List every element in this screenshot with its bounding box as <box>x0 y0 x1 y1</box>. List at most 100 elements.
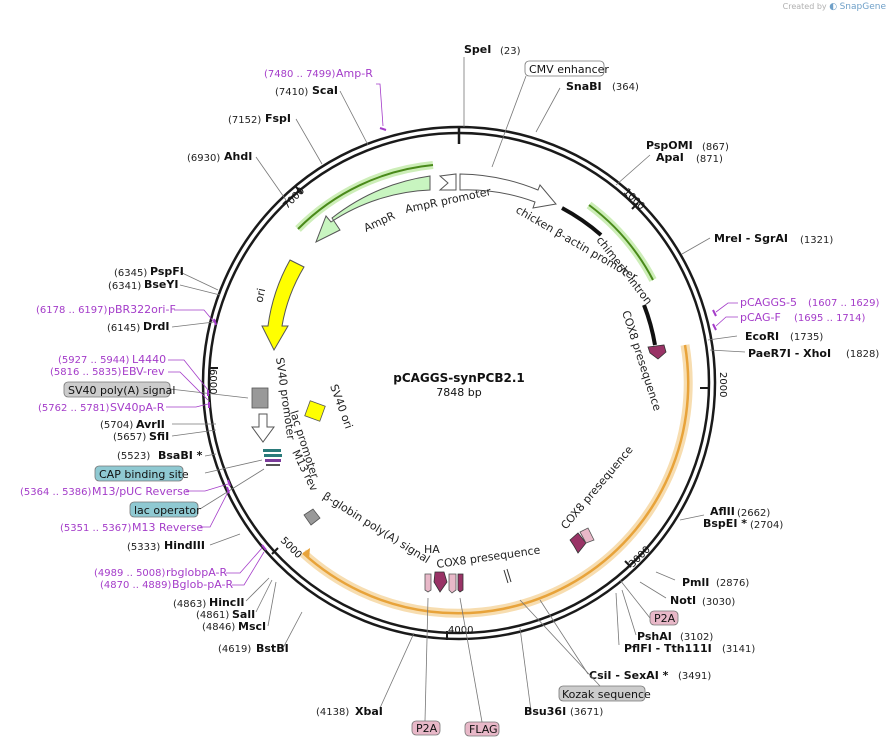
enzyme-pos: (6145) <box>107 323 140 334</box>
enzyme-labels: SpeI (23) SnaBI (364) PspOMI (867) ApaI … <box>100 43 879 718</box>
primer-leaders <box>166 83 738 586</box>
feature-ori[interactable] <box>261 259 305 352</box>
feature-lac-cluster[interactable] <box>263 449 282 466</box>
enzyme-pos: (6930) <box>187 153 220 164</box>
cox8-label-2: COX8 presequence <box>558 443 635 532</box>
feature-sv40-polya[interactable] <box>251 387 269 409</box>
enzyme-pos: (3102) <box>680 632 713 643</box>
feature-sv40-ori[interactable] <box>304 400 326 422</box>
plasmid-backbone <box>201 125 717 641</box>
cox8-label-3: COX8 presequence <box>436 543 542 570</box>
tick-label: 4000 <box>448 625 473 636</box>
enzyme-name: BstBI <box>256 642 289 655</box>
enzyme-name: Bsu36I <box>524 705 566 718</box>
scale-ticks <box>209 186 709 640</box>
enzyme-name: ScaI <box>312 84 338 97</box>
enzyme-name: PmlI <box>682 576 709 589</box>
enzyme-pos: (3671) <box>570 707 603 718</box>
feature-sv40-promoter[interactable] <box>251 413 275 443</box>
svg-text:CAP binding site: CAP binding site <box>99 468 189 481</box>
snapgene-credit: Created by ◐ SnapGene <box>783 2 886 12</box>
p2a-label-2: P2A <box>411 720 441 736</box>
p2a-label-1: P2A <box>649 610 679 626</box>
primer-labels: (7480 .. 7499) Amp-R pCAGGS-5 (1607 .. 1… <box>20 67 880 591</box>
primer-pos: (5816 .. 5835) <box>50 367 122 378</box>
plasmid-length: 7848 bp <box>436 386 481 399</box>
enzyme-pos: (5657) <box>113 432 146 443</box>
enzyme-pos: (364) <box>612 82 639 93</box>
feature-cluster-4000[interactable] <box>424 568 512 594</box>
enzyme-pos: (3030) <box>702 597 735 608</box>
primer-name: pCAGGS-5 <box>740 296 797 309</box>
primer-name: pBR322ori-F <box>108 303 176 316</box>
enzyme-name: AhdI <box>224 150 252 163</box>
svg-text:FLAG: FLAG <box>469 723 498 736</box>
enzyme-name: NotI <box>670 594 696 607</box>
svg-text:CMV enhancer: CMV enhancer <box>529 63 609 76</box>
enzyme-name: AvrII <box>136 418 165 431</box>
enzyme-name: XbaI <box>355 705 383 718</box>
enzyme-name: BseYI <box>144 278 178 291</box>
green-arcs <box>295 161 657 282</box>
enzyme-pos: (6341) <box>108 281 141 292</box>
primer-pos: (5364 .. 5386) <box>20 487 92 498</box>
enzyme-name: ApaI <box>656 151 684 164</box>
enzyme-name: DrdI <box>143 320 170 333</box>
primer-name: SV40pA-R <box>110 401 165 414</box>
boxed-labels: CMV enhancer SV40 poly(A) signal CAP bin… <box>63 60 679 737</box>
svg-text:SV40 poly(A) signal: SV40 poly(A) signal <box>68 384 175 397</box>
enzyme-pos: (7152) <box>228 115 261 126</box>
enzyme-name: MreI - SgrAI <box>714 232 788 245</box>
primer-name: M13 Reverse <box>132 521 203 534</box>
enzyme-pos: (1735) <box>790 332 823 343</box>
feature-cox8-1[interactable] <box>647 344 667 360</box>
credit-brand: SnapGene <box>839 2 886 12</box>
cap-binding-label: CAP binding site <box>94 465 189 482</box>
box-leaders <box>424 579 651 723</box>
enzyme-name: SfiI <box>149 430 169 443</box>
enzyme-name: FspI <box>265 112 291 125</box>
primer-name: M13/pUC Reverse <box>92 485 190 498</box>
feature-chicken-actin-promoter[interactable] <box>459 173 557 209</box>
cox8-label-1: COX8 presequence <box>619 309 664 413</box>
feature-cox8-2[interactable] <box>569 527 595 554</box>
svg-text:Kozak sequence: Kozak sequence <box>562 688 651 701</box>
feature-ampr-promoter[interactable] <box>438 173 457 191</box>
lac-operator-label: lac operator <box>129 501 201 518</box>
tick-label: 3000 <box>627 544 653 570</box>
enzyme-name: SalI <box>232 608 255 621</box>
primer-name: rbglobpA-R <box>166 566 227 579</box>
primer-pos: (5351 .. 5367) <box>60 523 132 534</box>
enzyme-pos: (2704) <box>750 520 783 531</box>
leader-lines <box>169 57 746 712</box>
enzyme-pos: (5333) <box>127 542 160 553</box>
primer-name: EBV-rev <box>122 365 165 378</box>
enzyme-name: PspOMI <box>646 139 693 152</box>
tick-label: 6000 <box>207 369 218 394</box>
tick-label: 5000 <box>278 535 304 561</box>
feature-ampr[interactable] <box>315 175 431 244</box>
enzyme-name: BsaBI * <box>158 449 203 462</box>
enzyme-pos: (2662) <box>737 508 770 519</box>
primer-pos: (5762 .. 5781) <box>38 403 110 414</box>
primer-pos: (1695 .. 1714) <box>794 313 866 324</box>
enzyme-pos: (4846) <box>202 622 235 633</box>
primer-pos: (4989 .. 5008) <box>94 568 166 579</box>
svg-text:lac operator: lac operator <box>134 504 201 517</box>
enzyme-pos: (5704) <box>100 420 133 431</box>
enzyme-pos: (1321) <box>800 235 833 246</box>
plasmid-name: pCAGGS-synPCB2.1 <box>393 371 525 385</box>
enzyme-pos: (871) <box>696 154 723 165</box>
ha-label: HA <box>424 543 440 556</box>
enzyme-pos: (6345) <box>114 268 147 279</box>
enzyme-pos: (4138) <box>316 707 349 718</box>
snapgene-logo: ◐ <box>829 2 838 12</box>
kozak-label: Kozak sequence <box>558 685 651 702</box>
enzyme-name: SnaBI <box>566 80 602 93</box>
primer-pos: (1607 .. 1629) <box>808 298 880 309</box>
enzyme-pos: (23) <box>500 46 521 57</box>
flag-label: FLAG <box>464 721 500 737</box>
feature-bglobin-polya[interactable] <box>303 508 321 526</box>
feature-chimeric-intron[interactable] <box>561 206 657 346</box>
